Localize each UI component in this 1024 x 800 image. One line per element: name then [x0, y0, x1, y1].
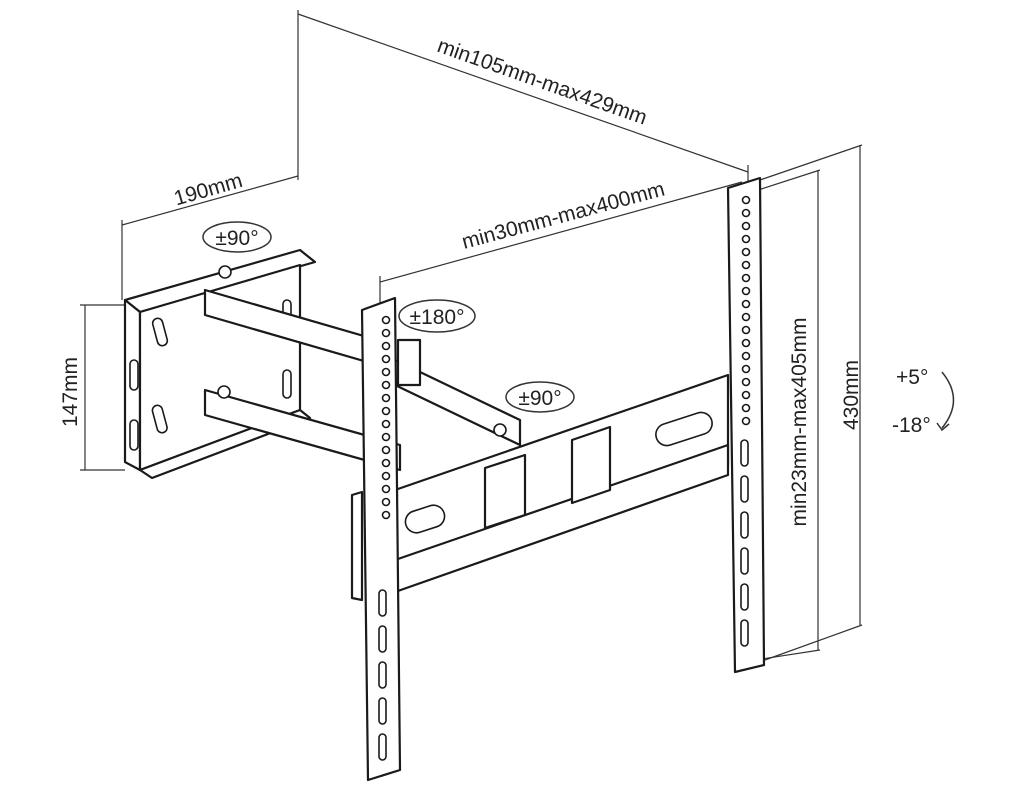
rail-slot	[740, 547, 749, 575]
rail-hole	[381, 328, 391, 338]
rail-hole	[381, 458, 391, 468]
rail-slot	[378, 697, 387, 725]
rail-length-label: 430mm	[840, 360, 863, 430]
svg-text:±90°: ±90°	[215, 227, 258, 250]
wall-plate	[123, 248, 317, 480]
rail-hole	[741, 221, 751, 231]
rail-hole	[381, 380, 391, 390]
wall-plate-height-label: 147mm	[59, 357, 82, 427]
left-vertical-rail	[350, 296, 402, 782]
rail-slot	[740, 439, 749, 467]
rail-hole	[381, 432, 391, 442]
arm-extension-label: min30mm-max400mm	[459, 178, 667, 254]
rail-hole	[741, 416, 751, 426]
rail-hole	[741, 208, 751, 218]
rail-hole	[741, 234, 751, 244]
tilt-arrow-icon	[941, 371, 955, 429]
rail-hole	[741, 247, 751, 257]
head-swivel-indicator: ±90°	[505, 381, 575, 413]
articulating-arms	[203, 265, 522, 472]
horizontal-crossbar	[393, 373, 730, 594]
svg-text:+5°: +5°	[896, 366, 928, 389]
rail-hole	[381, 471, 391, 481]
svg-text:-18°: -18°	[892, 414, 931, 437]
rail-hole	[381, 354, 391, 364]
rail-slot	[740, 511, 749, 539]
rail-hole	[381, 419, 391, 429]
tilt-indicator: +5° -18°	[892, 366, 955, 437]
rail-hole	[741, 390, 751, 400]
rail-holes	[378, 195, 751, 761]
wall-swivel-indicator: ±90°	[202, 221, 272, 253]
rail-slot	[378, 589, 387, 617]
vesa-vertical-label: min23mm-max405mm	[788, 318, 811, 527]
rail-hole	[381, 510, 391, 520]
rail-hole	[381, 341, 391, 351]
rail-hole	[741, 364, 751, 374]
overall-depth-dimension: min105mm-max429mm	[297, 10, 749, 195]
rail-hole	[381, 484, 391, 494]
rail-slot	[378, 733, 387, 761]
overall-depth-label: min105mm-max429mm	[434, 34, 650, 129]
wall-plate-width-label: 190mm	[171, 169, 245, 210]
arm-swivel-indicator: ±180°	[398, 299, 476, 333]
svg-text:±90°: ±90°	[518, 387, 561, 410]
rail-slot	[740, 583, 749, 611]
wall-plate-height-dimension: 147mm	[59, 304, 125, 471]
svg-text:±180°: ±180°	[410, 306, 465, 329]
rail-hole	[741, 260, 751, 270]
rail-hole	[381, 367, 391, 377]
rail-length-dimension: 430mm	[759, 144, 863, 661]
rail-hole	[381, 497, 391, 507]
rail-slot	[378, 661, 387, 689]
rail-hole	[741, 312, 751, 322]
rail-hole	[381, 406, 391, 416]
rail-slot	[740, 619, 749, 647]
rail-hole	[741, 377, 751, 387]
arm-extension-dimension: min30mm-max400mm	[379, 178, 743, 310]
rail-hole	[741, 338, 751, 348]
rail-slot	[378, 625, 387, 653]
rail-hole	[381, 393, 391, 403]
rail-hole	[741, 195, 751, 205]
rail-hole	[741, 273, 751, 283]
rail-hole	[741, 286, 751, 296]
rail-hole	[741, 299, 751, 309]
rail-slot	[740, 475, 749, 503]
rail-hole	[741, 351, 751, 361]
rail-hole	[741, 325, 751, 335]
rail-hole	[741, 403, 751, 413]
rail-hole	[381, 445, 391, 455]
rail-hole	[381, 315, 391, 325]
vesa-vertical-dimension: min23mm-max405mm	[751, 169, 821, 661]
